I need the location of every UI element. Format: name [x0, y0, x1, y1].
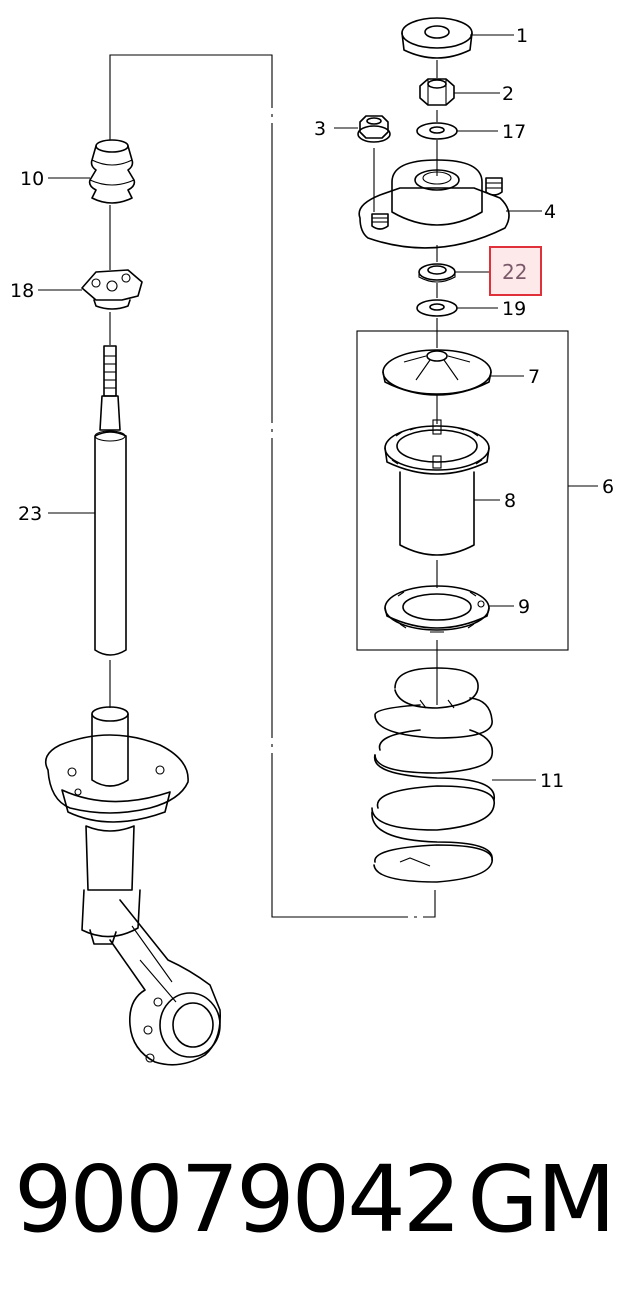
part-1-mount-cap: [401, 17, 473, 59]
callout-labels: 1 2 3 4 6 7 8 9 10 11 17 18 19 22 23: [10, 25, 614, 792]
callout-9: 9: [518, 596, 530, 618]
brand-name: GM: [467, 1146, 616, 1253]
callout-19: 19: [502, 298, 526, 320]
strut-housing-knuckle: [44, 706, 222, 1066]
part-10-bump-stop: [88, 139, 136, 270]
part-11-coil-spring: [371, 667, 495, 883]
callout-1: 1: [516, 25, 528, 47]
callout-22[interactable]: 22: [502, 260, 527, 284]
part-23-shock-absorber: [94, 345, 127, 708]
assembly-connection-line: [109, 54, 436, 918]
part-8-dust-boot: [384, 419, 490, 556]
callout-6: 6: [602, 476, 614, 498]
part-18-upper-plate: [81, 269, 143, 345]
callout-11: 11: [540, 770, 564, 792]
callout-8: 8: [504, 490, 516, 512]
part-22-bearing: [418, 263, 456, 283]
part-7-spring-seat: [382, 349, 492, 396]
part-3-flange-nut: [357, 115, 391, 143]
exploded-strut-diagram: 1 2 3 4 6 7 8 9 10 11 17 18 19 22 23: [10, 17, 614, 1066]
footer: 90079042 GM: [0, 1140, 628, 1260]
part-17-washer: [416, 122, 458, 140]
callout-4: 4: [544, 201, 556, 223]
callout-18: 18: [10, 280, 34, 302]
part-6-kit-frame: [356, 330, 569, 651]
part-2-nut: [419, 78, 455, 106]
callout-10: 10: [20, 168, 44, 190]
callout-3: 3: [314, 118, 326, 140]
callout-2: 2: [502, 83, 514, 105]
leader-lines: [38, 34, 598, 781]
callout-7: 7: [528, 366, 540, 388]
callout-23: 23: [18, 503, 42, 525]
part-19-washer: [416, 299, 458, 317]
highlight-box: [489, 246, 542, 296]
right-center-axis: [373, 60, 438, 705]
part-9-bump-ring: [384, 585, 490, 633]
part-number: 90079042: [14, 1146, 461, 1253]
callout-17: 17: [502, 121, 526, 143]
part-4-strut-mount: [358, 159, 510, 249]
